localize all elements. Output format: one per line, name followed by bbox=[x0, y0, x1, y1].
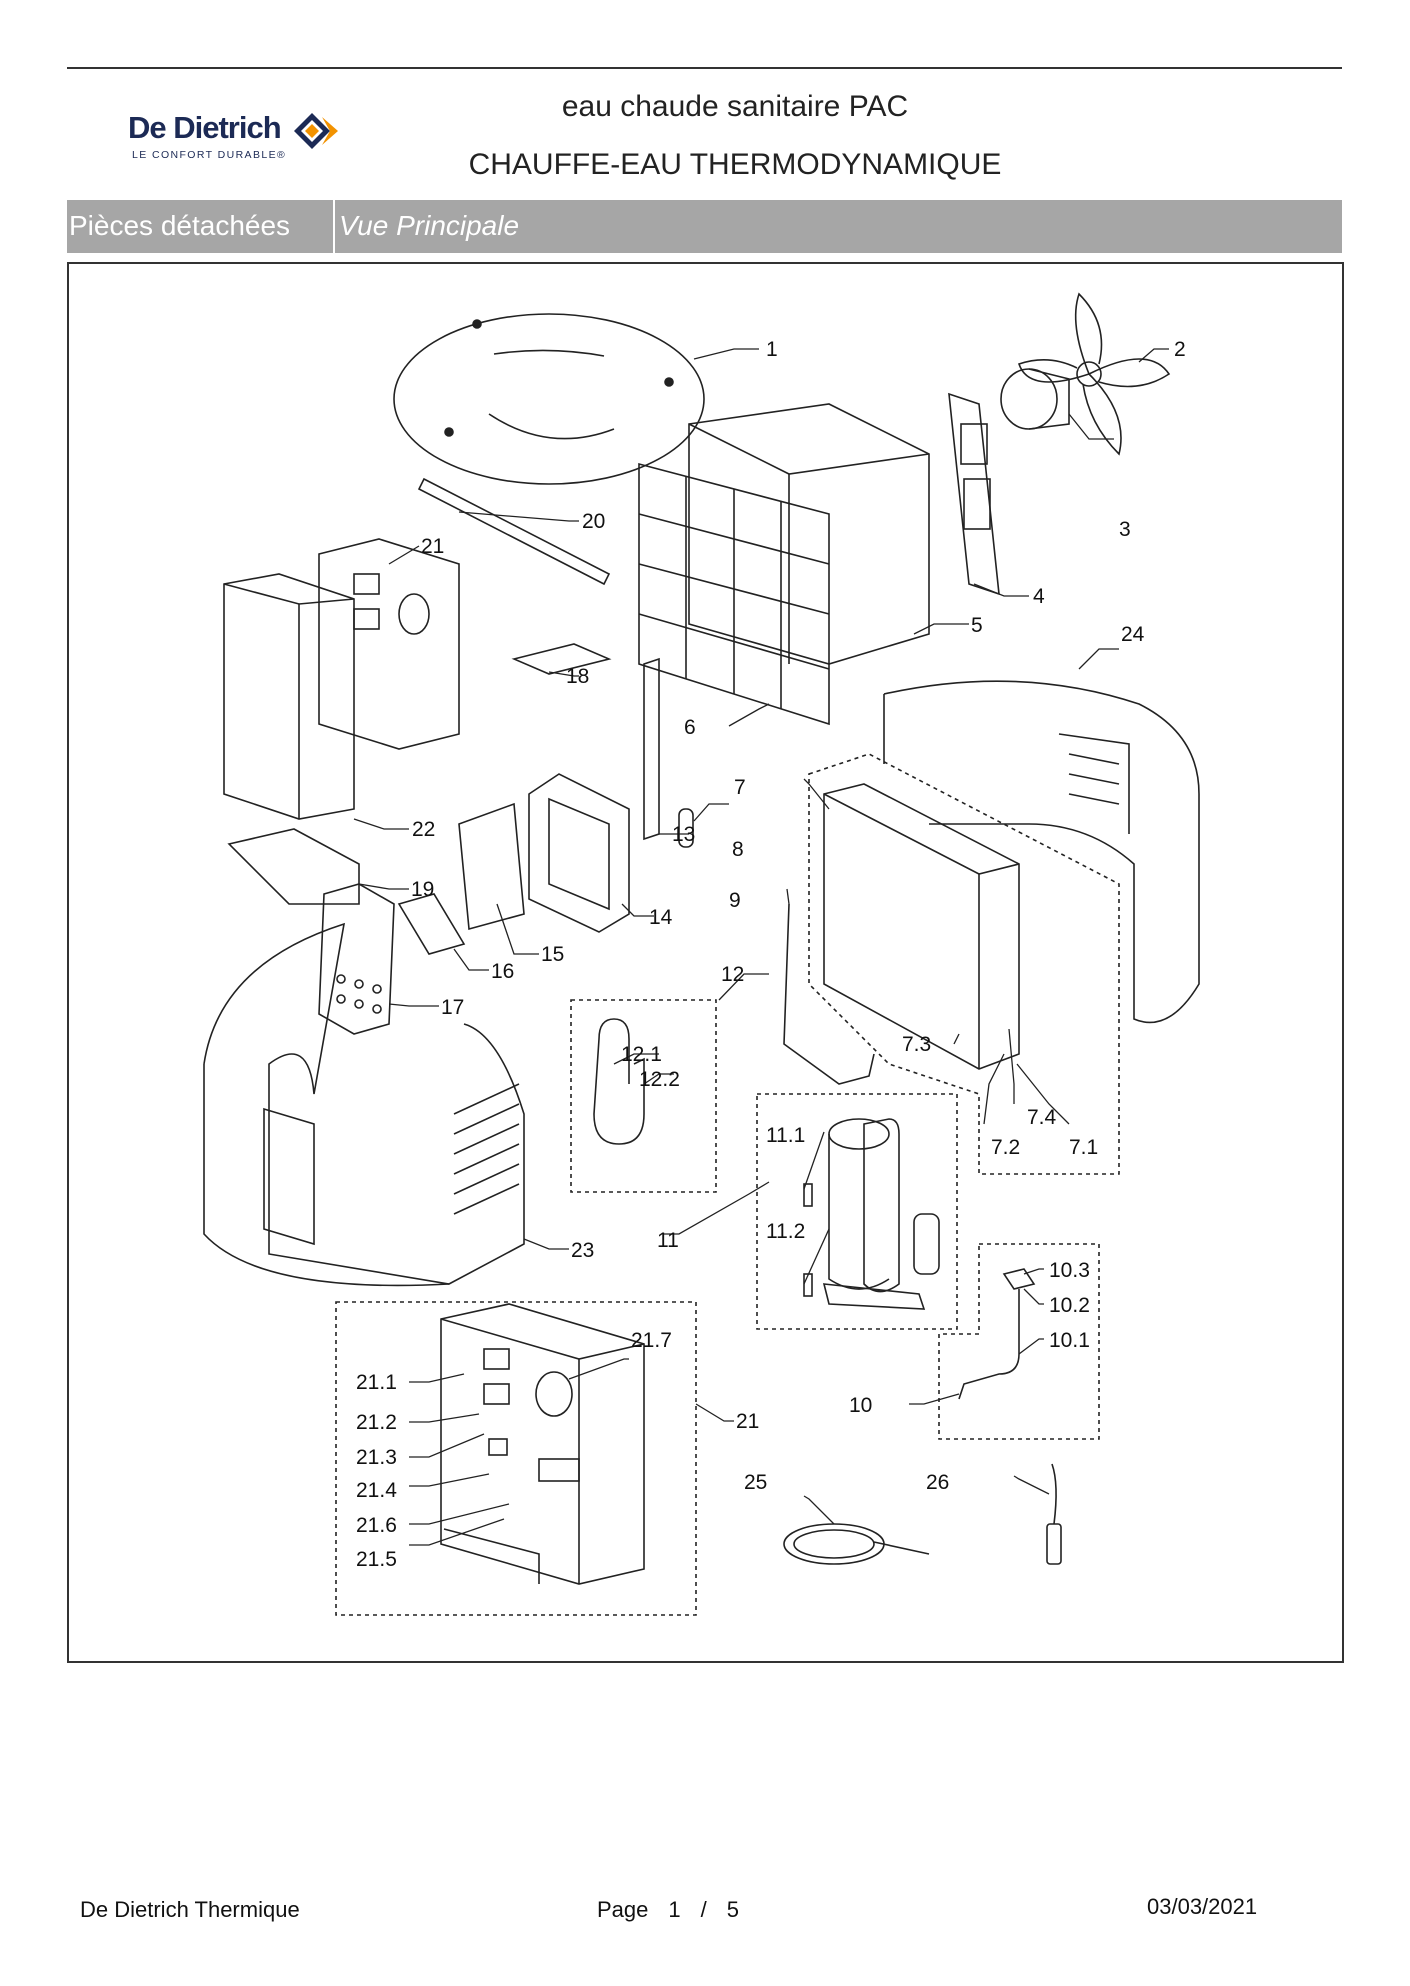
document-title: eau chaude sanitaire PAC bbox=[561, 90, 909, 123]
tube-12-dashed-box bbox=[570, 999, 717, 1193]
part-label: 7.2 bbox=[991, 1136, 1020, 1159]
page-label: Page bbox=[597, 1897, 649, 1922]
view-label: Vue Principale bbox=[339, 210, 520, 241]
exploded-view-drawing: 1 2 3 4 5 6 7 7.1 7.2 7.3 7.4 8 9 10 10.… bbox=[203, 292, 1200, 1616]
brand-diamond-icon bbox=[294, 113, 338, 149]
coil-7-dashed-box bbox=[808, 753, 1120, 1175]
probe-26-drawing bbox=[1046, 1463, 1062, 1565]
part-labels: 1 2 3 4 5 6 7 7.1 7.2 7.3 7.4 8 9 10 10.… bbox=[356, 338, 1186, 1571]
valve-10-dashed-box bbox=[938, 1243, 1100, 1440]
page-total: 5 bbox=[726, 1897, 740, 1922]
frame-14-drawing bbox=[528, 773, 630, 933]
section-bar: Pièces détachées Vue Principale bbox=[67, 200, 1342, 253]
part-label: 13 bbox=[672, 823, 695, 846]
part-label: 6 bbox=[684, 716, 696, 739]
part-label: 14 bbox=[649, 906, 673, 929]
part-label: 16 bbox=[491, 960, 514, 983]
part-label: 15 bbox=[541, 943, 564, 966]
part-label: 21 bbox=[421, 535, 444, 558]
filter-drier-8-drawing bbox=[678, 808, 694, 848]
part-label: 12.2 bbox=[639, 1068, 680, 1091]
part-label: 21.7 bbox=[631, 1329, 672, 1352]
exploded-view-frame: 1 2 3 4 5 6 7 7.1 7.2 7.3 7.4 8 9 10 10.… bbox=[67, 262, 1344, 1663]
part-label: 25 bbox=[744, 1471, 767, 1494]
compressor-11-drawing bbox=[803, 1118, 940, 1310]
part-label: 24 bbox=[1121, 623, 1145, 646]
brand-tagline: LE CONFORT DURABLE® bbox=[132, 149, 287, 161]
motor-bracket-drawing bbox=[948, 392, 1000, 596]
control-cover-drawing bbox=[223, 573, 355, 820]
part-label: 7.1 bbox=[1069, 1136, 1098, 1159]
part-label: 21.4 bbox=[356, 1479, 397, 1502]
section-label: Pièces détachées bbox=[69, 210, 291, 241]
rod-13-drawing bbox=[643, 657, 660, 841]
part-label: 4 bbox=[1033, 585, 1045, 608]
keypad-17-drawing bbox=[318, 883, 395, 1035]
part-label: 12 bbox=[721, 963, 744, 986]
compressor-11-dashed-box bbox=[756, 1093, 958, 1330]
control-box-lower-drawing bbox=[440, 1303, 645, 1585]
motor-drawing bbox=[1000, 368, 1070, 430]
plate-18-drawing bbox=[511, 643, 612, 675]
part-label: 21.6 bbox=[356, 1514, 397, 1537]
control-box-upper-drawing bbox=[318, 538, 460, 750]
part-label: 1 bbox=[766, 338, 778, 361]
frame-16-drawing bbox=[397, 893, 466, 955]
condenser-coil-7-drawing bbox=[823, 783, 1020, 1070]
part-label: 18 bbox=[566, 665, 589, 688]
part-label: 11.2 bbox=[766, 1220, 805, 1243]
part-label: 26 bbox=[926, 1471, 949, 1494]
part-label: 12.1 bbox=[621, 1043, 662, 1066]
part-label: 10.2 bbox=[1049, 1294, 1090, 1317]
fan-drawing bbox=[1017, 292, 1171, 456]
part-label: 11.1 bbox=[766, 1124, 805, 1147]
brand-logo: De Dietrich LE CONFORT DURABLE® bbox=[125, 108, 355, 168]
front-shell-23-drawing bbox=[203, 922, 525, 1287]
part-label: 9 bbox=[729, 889, 741, 912]
fan-housing-drawing bbox=[688, 403, 930, 665]
part-label: 7.3 bbox=[902, 1033, 931, 1056]
part-label: 7 bbox=[734, 776, 746, 799]
part-label: 21.5 bbox=[356, 1548, 397, 1571]
footer-page-indicator: Page 1 / 5 bbox=[597, 1897, 759, 1923]
part-label: 20 bbox=[582, 510, 605, 533]
part-label: 10.1 bbox=[1049, 1329, 1090, 1352]
part-label: 21.3 bbox=[356, 1446, 397, 1469]
rail-20-drawing bbox=[417, 477, 611, 586]
part-label: 8 bbox=[732, 838, 744, 861]
part-label: 21.2 bbox=[356, 1411, 397, 1434]
part-label: 10.3 bbox=[1049, 1259, 1090, 1282]
part-label: 21 bbox=[736, 1410, 759, 1433]
footer-date: 03/03/2021 bbox=[1147, 1894, 1258, 1919]
part-label: 5 bbox=[971, 614, 983, 637]
part-label: 11 bbox=[657, 1229, 679, 1252]
footer-company: De Dietrich Thermique bbox=[80, 1897, 300, 1922]
brand-name: De Dietrich bbox=[128, 110, 282, 145]
part-label: 22 bbox=[412, 818, 435, 841]
page-number: 1 bbox=[668, 1897, 681, 1922]
part-label: 19 bbox=[411, 878, 434, 901]
pipe-9-drawing bbox=[783, 903, 875, 1085]
top-rule bbox=[67, 67, 1342, 69]
control-box-21-dashed-box bbox=[335, 1301, 697, 1616]
tube-12-drawing bbox=[593, 1018, 645, 1145]
document-subtitle: CHAUFFE-EAU THERMODYNAMIQUE bbox=[468, 148, 1002, 181]
part-label: 2 bbox=[1174, 338, 1186, 361]
part-label: 10 bbox=[849, 1394, 872, 1417]
rear-shell-24-drawing bbox=[883, 680, 1200, 1024]
top-cover-drawing bbox=[393, 313, 705, 485]
valve-10-drawing bbox=[958, 1268, 1036, 1400]
part-label: 7.4 bbox=[1027, 1106, 1057, 1129]
panel-15-drawing bbox=[458, 802, 525, 931]
page-separator: / bbox=[700, 1897, 707, 1922]
support-19-drawing bbox=[227, 828, 360, 905]
sensor-cable-25-drawing bbox=[783, 1523, 930, 1565]
leader-lines bbox=[353, 348, 1169, 1546]
filter-grid-drawing bbox=[638, 462, 830, 726]
part-label: 3 bbox=[1119, 518, 1131, 541]
section-divider bbox=[333, 200, 335, 253]
part-label: 17 bbox=[441, 996, 464, 1019]
part-label: 21.1 bbox=[356, 1371, 397, 1394]
part-label: 23 bbox=[571, 1239, 594, 1262]
